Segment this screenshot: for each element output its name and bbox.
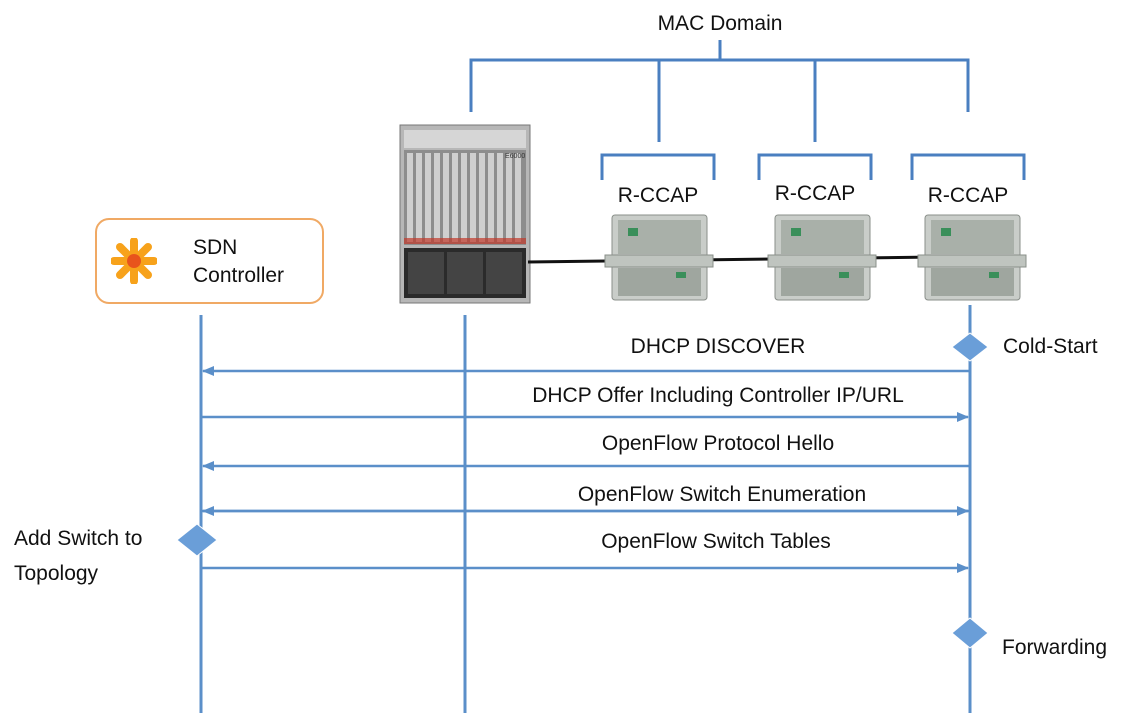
message-label-enumeration: OpenFlow Switch Enumeration <box>577 483 867 506</box>
sdn-label-line2: Controller <box>193 264 285 287</box>
cold-start-label: Cold-Start <box>1003 335 1098 358</box>
forwarding-diamond <box>951 617 989 649</box>
forwarding-label: Forwarding <box>1002 636 1108 659</box>
rccap-node-image-2 <box>767 214 877 301</box>
mac-domain-bracket <box>469 40 1026 180</box>
mac-domain-label: MAC Domain <box>657 12 783 35</box>
rccap-bracket-3 <box>910 153 1026 180</box>
cmts-chassis-image <box>399 124 531 304</box>
add-switch-diamond <box>176 523 218 557</box>
add-switch-label-line1: Add Switch to <box>14 527 143 550</box>
cold-start-diamond <box>951 332 989 362</box>
message-label-offer: DHCP Offer Including Controller IP/URL <box>532 384 904 407</box>
message-label-tables: OpenFlow Switch Tables <box>601 530 831 553</box>
rccap-label-1: R-CCAP <box>617 184 699 207</box>
cmts-badge: E6000 <box>505 153 526 160</box>
rccap-bracket-2 <box>757 153 873 180</box>
rccap-bracket-1 <box>600 153 716 180</box>
sdn-label-line1: SDN <box>193 236 238 259</box>
rccap-node-image-1 <box>604 214 714 301</box>
sdn-controller-box: SDN Controller <box>95 218 324 304</box>
sdn-asterisk-icon <box>111 238 157 284</box>
sdn-controller-label: SDN Controller <box>193 234 284 290</box>
rccap-node-image-3 <box>917 214 1027 301</box>
message-label-discover: DHCP DISCOVER <box>630 335 806 358</box>
rccap-label-3: R-CCAP <box>927 184 1009 207</box>
rccap-label-2: R-CCAP <box>774 182 856 205</box>
message-label-hello: OpenFlow Protocol Hello <box>601 432 835 455</box>
add-switch-label-line2: Topology <box>14 562 99 585</box>
